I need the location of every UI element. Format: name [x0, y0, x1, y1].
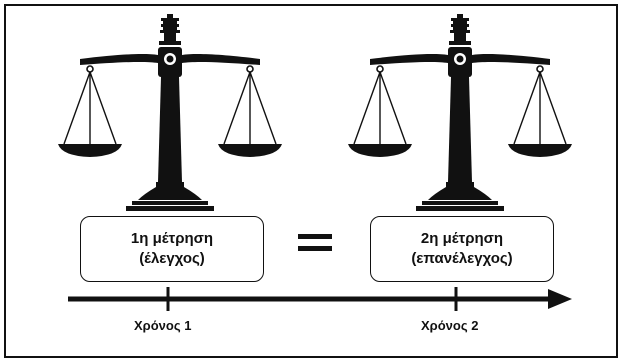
measurement-2-box: 2η μέτρηση (επανέλεγχος) [370, 216, 554, 282]
measurement-1-box: 1η μέτρηση (έλεγχος) [80, 216, 264, 282]
measurement-1-subtitle: (έλεγχος) [139, 250, 205, 267]
measurement-2-subtitle: (επανέλεγχος) [411, 250, 513, 267]
balance-scale-icon-1 [57, 13, 283, 212]
diagram-frame [4, 4, 618, 358]
time-1-label: Χρόνος 1 [134, 318, 192, 333]
time-2-label: Χρόνος 2 [421, 318, 479, 333]
equals-sign-icon [298, 234, 332, 251]
measurement-1-title: 1η μέτρηση [130, 230, 214, 247]
measurement-2-title: 2η μέτρηση [420, 230, 504, 247]
balance-scale-icon-2 [347, 13, 573, 212]
timeline-arrow-icon [68, 289, 572, 309]
